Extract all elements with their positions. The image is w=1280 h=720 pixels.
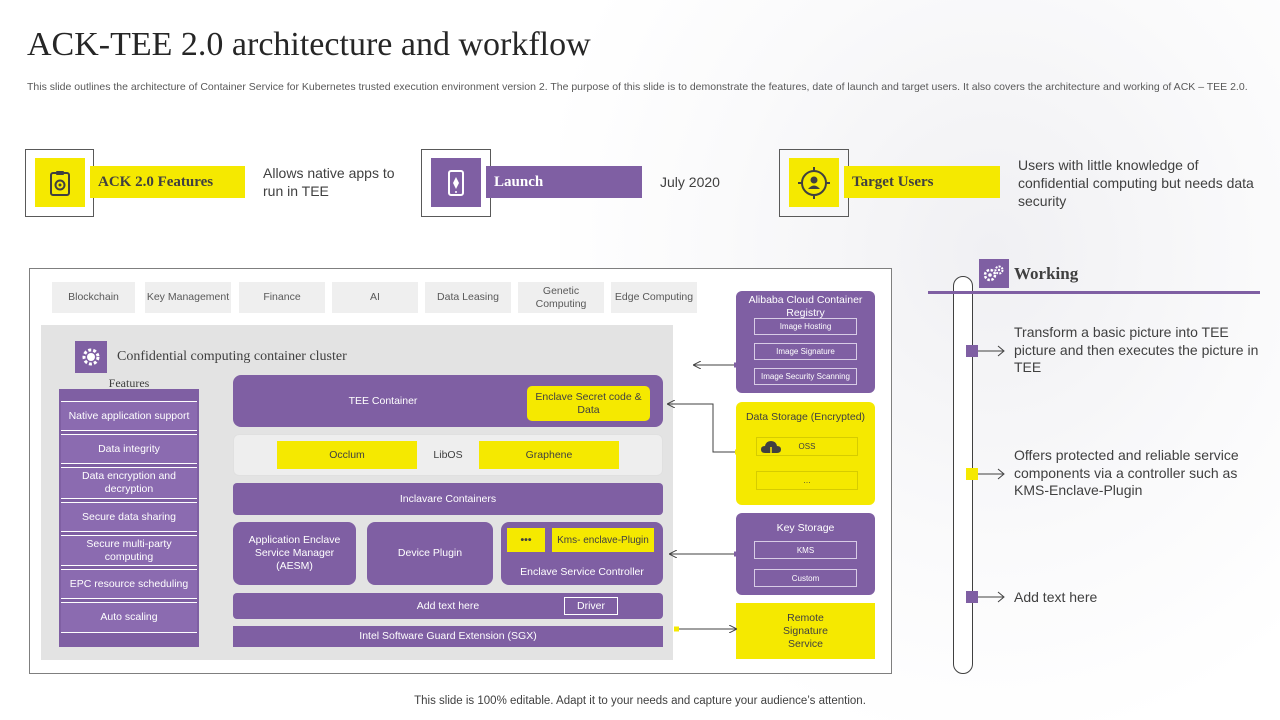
inclavare-containers: Inclavare Containers [233,483,663,515]
registry-item: Image Security Scanning [754,368,857,385]
gear-icon [75,341,107,373]
launch-label: Launch [486,166,642,198]
cloud-icon [760,440,782,459]
launch-text: July 2020 [660,174,720,190]
tee-container-label: TEE Container [348,394,418,407]
cluster-title: Confidential computing container cluster [117,349,347,364]
key-storage-title: Key Storage [776,522,835,534]
working-step-2: Offers protected and reliable service co… [1014,447,1239,498]
key-item: KMS [754,541,857,559]
category-key-management: Key Management [145,282,231,313]
key-storage-panel: Key Storage KMS Custom [736,513,875,595]
occlum-box: Occlum [277,441,417,469]
more-dots: ••• [507,528,545,552]
arrow-right-icon [978,345,1005,357]
libos-label: LibOS [433,448,463,461]
add-text-label: Add text here [416,599,480,612]
feature-item: Native application support [61,401,197,431]
page-subtitle: This slide outlines the architecture of … [27,81,1248,93]
enclave-secret-box: Enclave Secret code & Data [527,386,650,421]
feature-item: Auto scaling [61,602,197,633]
step-marker [966,591,978,603]
storage-item: … [756,471,858,490]
category-genetic-computing: Genetic Computing [518,282,604,313]
features-heading: Features [108,376,150,390]
remote-signature-box: Remote Signature Service [736,603,875,659]
enclave-controller-label: Enclave Service Controller [520,565,644,578]
registry-title: Alibaba Cloud Container Registry [748,294,863,319]
graphene-box: Graphene [479,441,619,469]
storage-title: Data Storage (Encrypted) [745,411,866,423]
feature-item: Data encryption and decryption [61,467,197,499]
kms-plugin-box: Kms- enclave-Plugin [552,528,654,552]
step-marker [966,345,978,357]
category-ai: AI [332,282,418,313]
features-list: Native application support Data integrit… [59,389,199,647]
feature-item: EPC resource scheduling [61,569,197,599]
features-text: Allows native apps to run in TEE [263,165,395,199]
category-edge-computing: Edge Computing [611,282,697,313]
gears-icon [979,259,1009,288]
key-item: Custom [754,569,857,587]
driver-box: Driver [564,597,618,615]
working-title: Working [1014,264,1079,283]
working-underline [928,291,1260,294]
category-blockchain: Blockchain [52,282,135,313]
category-data-leasing: Data Leasing [425,282,511,313]
connector-arrows [660,350,740,640]
target-users-text: Users with little knowledge of confident… [1018,157,1254,209]
registry-panel: Alibaba Cloud Container Registry Image H… [736,291,875,393]
device-plugin-box: Device Plugin [367,522,493,585]
arrow-right-icon [978,468,1005,480]
arrow-right-icon [978,591,1005,603]
feature-item: Data integrity [61,434,197,464]
working-step-1: Transform a basic picture into TEE pictu… [1014,324,1259,375]
aesm-box: Application Enclave Service Manager (AES… [233,522,356,585]
storage-panel: Data Storage (Encrypted) OSS … [736,402,875,505]
registry-item: Image Hosting [754,318,857,335]
page-title: ACK-TEE 2.0 architecture and workflow [27,26,591,63]
sgx-bar: Intel Software Guard Extension (SGX) [233,626,663,647]
footer-note: This slide is 100% editable. Adapt it to… [414,695,866,707]
feature-item: Secure data sharing [61,502,197,532]
registry-item: Image Signature [754,343,857,360]
working-step-3: Add text here [1014,589,1098,605]
storage-item: OSS [756,437,858,456]
features-label: ACK 2.0 Features [90,166,245,198]
feature-item: Secure multi-party computing [61,535,197,566]
target-users-label: Target Users [844,166,1000,198]
clipboard-gear-icon [35,158,85,207]
category-finance: Finance [239,282,325,313]
step-marker [966,468,978,480]
target-user-icon [789,158,839,207]
rocket-phone-icon [431,158,481,207]
